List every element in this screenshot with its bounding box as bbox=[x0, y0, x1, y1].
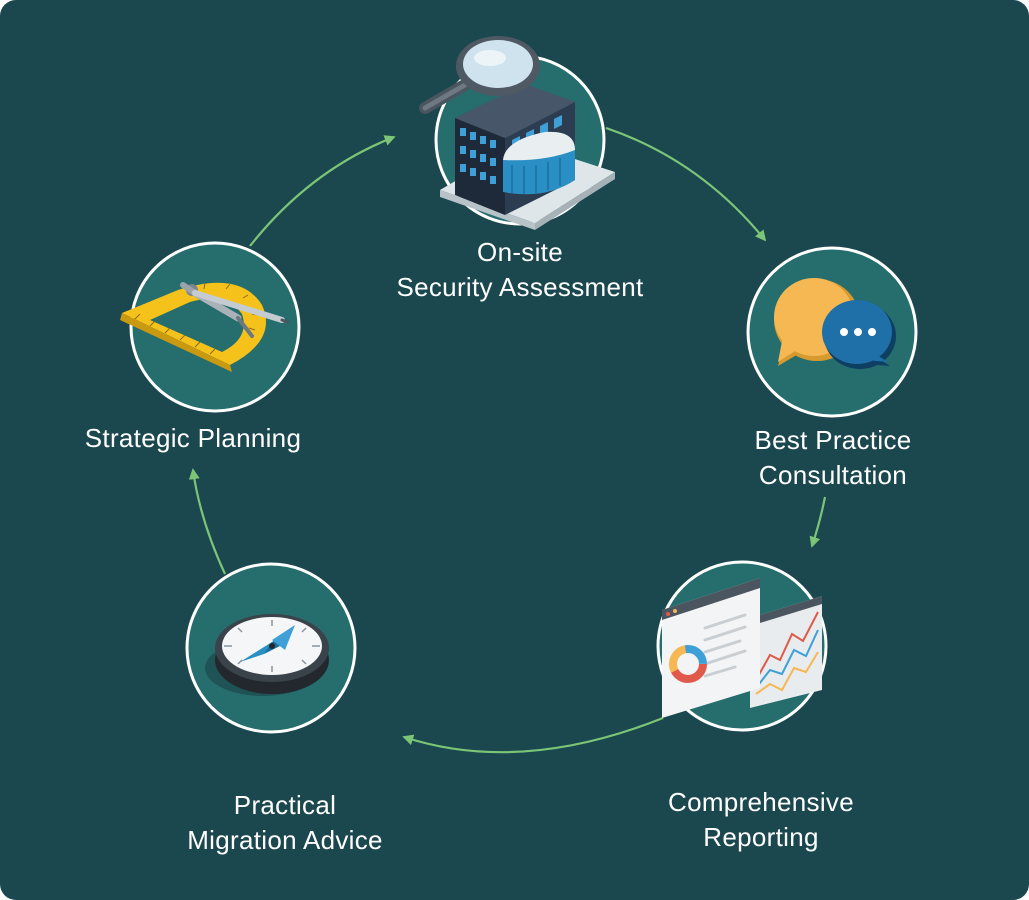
label-consultation: Best Practice Consultation bbox=[700, 423, 966, 493]
label-migration-line-2: Migration Advice bbox=[187, 825, 383, 855]
report-charts-icon bbox=[662, 578, 822, 718]
node-planning bbox=[120, 241, 301, 413]
speech-bubbles-icon bbox=[774, 278, 896, 369]
magnifier-building-icon bbox=[419, 36, 615, 230]
label-reporting-line-2: Reporting bbox=[703, 822, 819, 852]
node-consultation bbox=[746, 246, 918, 418]
label-migration-line-1: Practical bbox=[233, 790, 337, 820]
protractor-compass-icon bbox=[120, 282, 290, 372]
label-planning-line-1: Strategic Planning bbox=[84, 423, 302, 453]
label-reporting: Comprehensive Reporting bbox=[630, 785, 892, 855]
arrow-reporting-to-migration bbox=[402, 716, 664, 754]
arrow-consultation-to-reporting bbox=[809, 496, 827, 548]
node-reporting bbox=[656, 560, 828, 732]
label-migration: Practical Migration Advice bbox=[145, 788, 425, 858]
label-planning: Strategic Planning bbox=[48, 421, 338, 456]
arrow-migration-to-planning bbox=[188, 468, 226, 575]
compass-icon bbox=[205, 614, 329, 696]
label-consultation-line-2: Consultation bbox=[758, 460, 908, 490]
node-assessment bbox=[419, 36, 615, 230]
label-assessment-line-1: On-site bbox=[477, 237, 563, 267]
label-assessment: On-site Security Assessment bbox=[360, 235, 680, 305]
node-migration bbox=[185, 562, 357, 734]
arrow-assessment-to-consultation bbox=[605, 126, 767, 242]
label-consultation-line-1: Best Practice bbox=[754, 425, 912, 455]
arrow-planning-to-assessment bbox=[249, 135, 396, 247]
label-reporting-line-1: Comprehensive bbox=[668, 787, 854, 817]
label-assessment-line-2: Security Assessment bbox=[396, 272, 644, 302]
